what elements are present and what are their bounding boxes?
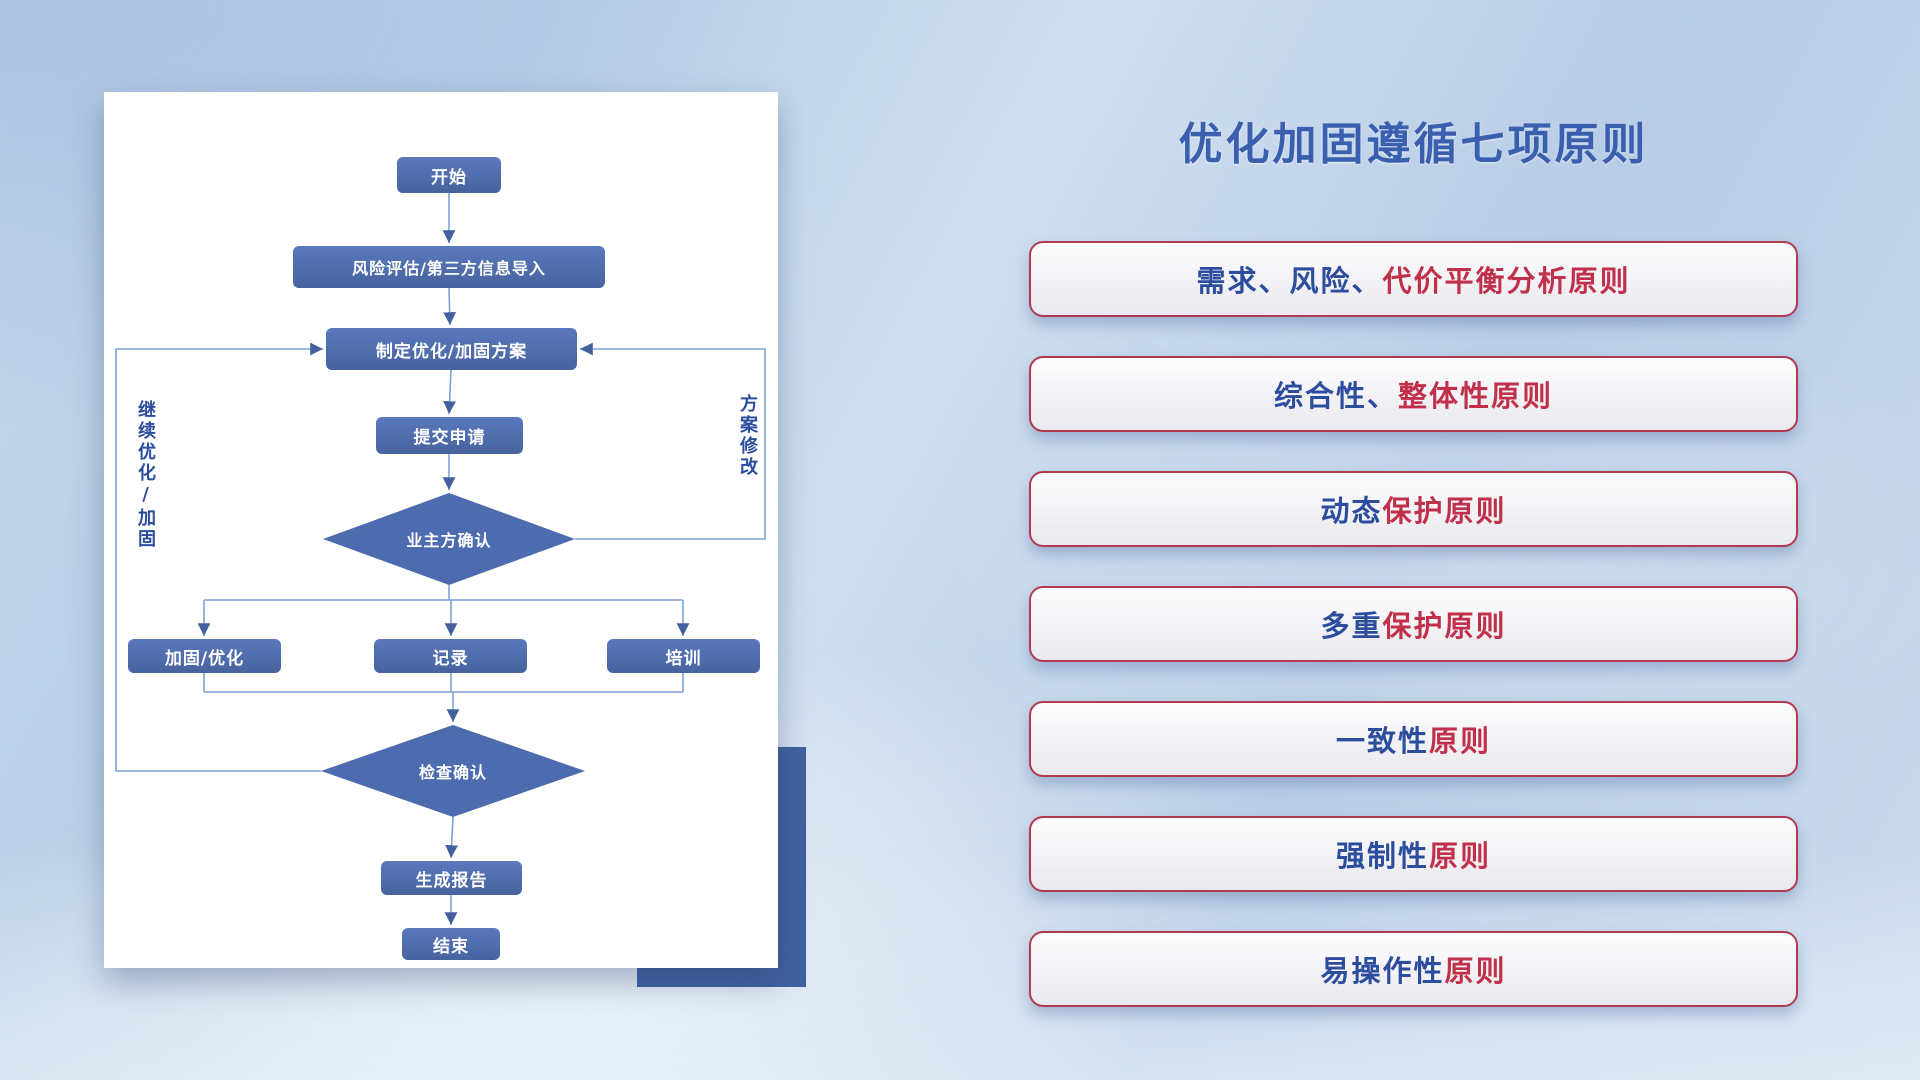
principle-text-red: 代价平衡分析原则: [1382, 264, 1631, 298]
flowchart-connectors: [115, 193, 766, 925]
principle-box-5: 一致性原则: [1029, 701, 1798, 777]
principle-text-red: 保护原则: [1382, 494, 1507, 528]
principle-text-blue: 动态: [1320, 494, 1383, 528]
principle-text-blue: 多重: [1320, 609, 1383, 643]
flow-node-submit-request: 提交申请: [376, 417, 523, 454]
flow-node-make-plan: 制定优化/加固方案: [326, 328, 577, 370]
principle-list: 需求、风险、代价平衡分析原则 综合性、整体性原则 动态保护原则 多重保护原则 一…: [1029, 241, 1798, 1007]
flow-node-check-confirm-label: 检查确认: [418, 763, 488, 782]
principles-panel: 优化加固遵循七项原则 需求、风险、代价平衡分析原则 综合性、整体性原则 动态保护…: [1029, 0, 1798, 1080]
principle-text-red: 原则: [1444, 954, 1507, 988]
principle-text-blue: 综合性、: [1273, 379, 1398, 413]
principle-text-red: 保护原则: [1382, 609, 1507, 643]
panel-title: 优化加固遵循七项原则: [1178, 119, 1649, 170]
flow-node-training: 培训: [607, 639, 760, 673]
principle-box-7: 易操作性原则: [1029, 931, 1798, 1007]
flow-node-record: 记录: [374, 639, 527, 673]
principle-text-red: 原则: [1429, 839, 1492, 873]
principle-box-3: 动态保护原则: [1029, 471, 1798, 547]
flow-node-start: 开始: [397, 157, 501, 193]
principle-box-1: 需求、风险、代价平衡分析原则: [1029, 241, 1798, 317]
flow-node-owner-confirm-label: 业主方确认: [406, 531, 492, 550]
principle-text-blue: 一致性: [1335, 724, 1429, 758]
flow-node-end: 结束: [402, 928, 500, 960]
flow-loop-label-plan-modify: 方案修改: [737, 394, 758, 478]
decision-diamond-owner-confirm: [323, 493, 575, 585]
principle-text-blue: 易操作性: [1320, 954, 1445, 988]
principle-text-red: 原则: [1429, 724, 1492, 758]
flow-arrows: [115, 193, 766, 925]
principle-text-red: 整体性原则: [1398, 379, 1554, 413]
flow-node-generate-report: 生成报告: [381, 861, 522, 895]
flow-node-reinforce-optimize: 加固/优化: [128, 639, 281, 673]
decision-diamond-check-confirm: [321, 725, 585, 817]
flowchart-card: 开始 风险评估/第三方信息导入 制定优化/加固方案 提交申请 业主方确认 加固/…: [104, 92, 778, 968]
principle-box-4: 多重保护原则: [1029, 586, 1798, 662]
flow-loop-label-continue-optimize: 继续优化/加固: [135, 400, 156, 550]
principle-box-6: 强制性原则: [1029, 816, 1798, 892]
principle-text-blue: 强制性: [1335, 839, 1429, 873]
principle-text-blue: 需求、风险、: [1196, 264, 1383, 298]
flow-node-risk-assessment: 风险评估/第三方信息导入: [293, 246, 605, 288]
principle-box-2: 综合性、整体性原则: [1029, 356, 1798, 432]
